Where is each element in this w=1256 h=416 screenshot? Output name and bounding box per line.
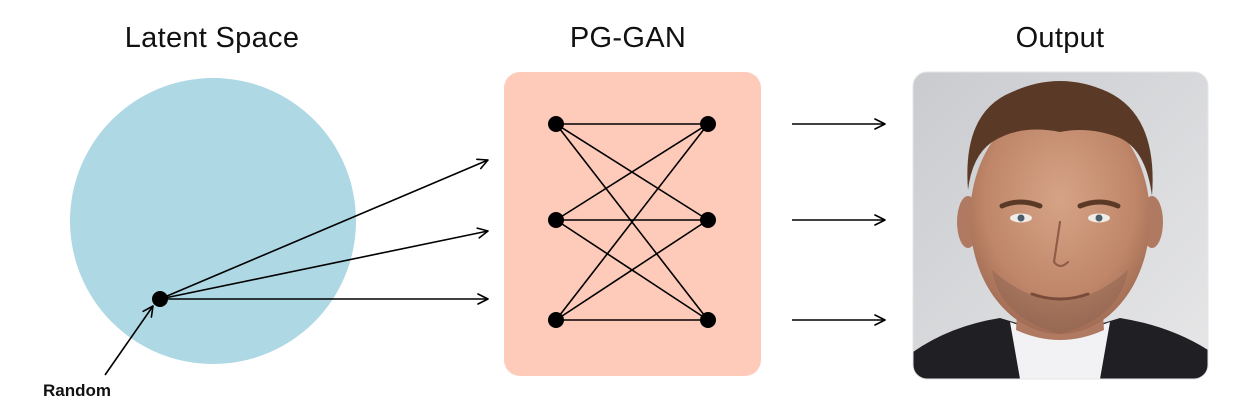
pg-gan-title: PG-GAN xyxy=(569,22,687,54)
edge xyxy=(555,123,709,221)
network-node-left-3 xyxy=(548,312,564,328)
latent-space-circle xyxy=(70,78,356,364)
network-node-right-3 xyxy=(700,312,716,328)
network-edges xyxy=(555,123,709,321)
network-node-right-2 xyxy=(700,212,716,228)
output-image-frame xyxy=(912,71,1209,380)
portrait-of-man-icon xyxy=(913,72,1208,379)
network-node-left-1 xyxy=(548,116,564,132)
edge xyxy=(555,219,709,321)
pg-gan-box xyxy=(504,72,761,376)
network-node-left-2 xyxy=(548,212,564,228)
output-title: Output xyxy=(1015,22,1105,54)
random-arrow xyxy=(104,305,154,376)
input-arrow-1 xyxy=(159,158,489,300)
network-node-right-1 xyxy=(700,116,716,132)
random-label: Random xyxy=(43,381,111,400)
edge xyxy=(555,123,709,321)
input-arrow-2 xyxy=(159,227,489,300)
latent-space-title: Latent Space xyxy=(124,22,300,54)
